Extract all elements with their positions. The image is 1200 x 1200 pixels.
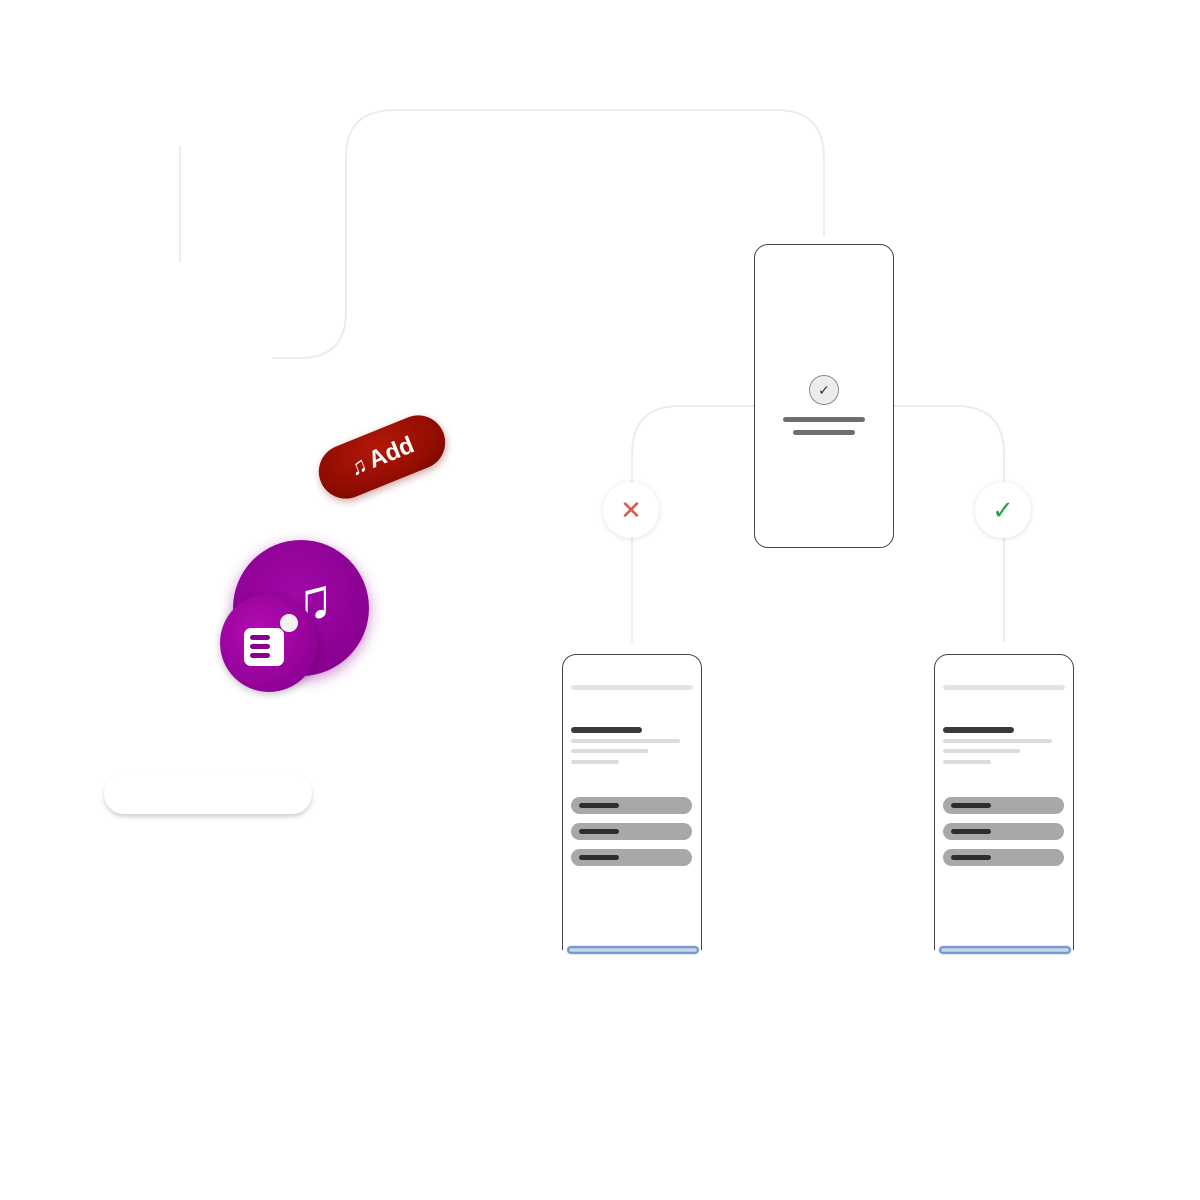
list-item [943, 823, 1064, 840]
accepted-screen [934, 654, 1074, 954]
playlist-icon [244, 628, 284, 666]
check-circle-icon: ✓ [809, 375, 839, 405]
list-item [943, 797, 1064, 814]
decision-screen: ✓ [754, 244, 894, 548]
ghost-card [104, 774, 312, 814]
text-line [571, 749, 648, 753]
add-badge-label: Add [364, 431, 419, 474]
top-bar [571, 685, 693, 690]
top-bar [943, 685, 1065, 690]
branch-right-connector [894, 405, 1005, 482]
list-item [571, 797, 692, 814]
accept-decision-checkmark-icon: ✓ [975, 482, 1031, 538]
rejected-screen [562, 654, 702, 954]
text-line [571, 739, 680, 743]
list-item [571, 849, 692, 866]
reject-decision-x-icon: ✕ [603, 482, 659, 538]
home-indicator [939, 946, 1071, 954]
branch-left-connector [631, 405, 754, 482]
text-line [943, 739, 1052, 743]
top-loop-connector [272, 109, 825, 359]
playlist-disc [220, 594, 318, 692]
list-item [571, 823, 692, 840]
title-line [571, 727, 642, 733]
dial-knob-icon [280, 614, 298, 632]
text-line [943, 749, 1020, 753]
text-line [793, 430, 855, 435]
list-item [943, 849, 1064, 866]
home-indicator [567, 946, 699, 954]
text-line [571, 760, 619, 764]
title-line [943, 727, 1014, 733]
text-line [783, 417, 865, 422]
text-line [943, 760, 991, 764]
